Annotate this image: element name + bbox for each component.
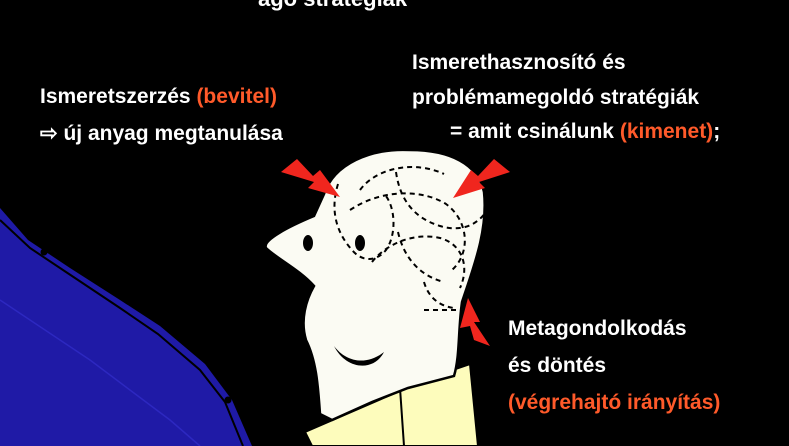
top-partial-text: agó stratégiák [258, 0, 407, 12]
bottom-right-line3: (végrehajtó irányítás) [508, 390, 720, 415]
right-arrow-icon: ⇨ [40, 122, 58, 145]
blue-shape [0, 208, 252, 446]
eye-left [303, 235, 313, 251]
blue-dot-2 [225, 397, 232, 404]
left-line1-highlight: (bevitel) [196, 85, 277, 108]
bottom-right-line2: és döntés [508, 353, 606, 378]
left-line1-text: Ismeretszerzés [40, 85, 196, 108]
right-block-line3: = amit csinálunk (kimenet); [450, 119, 720, 144]
bottom-right-line1: Metagondolkodás [508, 316, 687, 341]
left-block-line2: ⇨ új anyag megtanulása [40, 121, 283, 146]
right-block-line1: Ismerethasznosító és [412, 50, 626, 75]
left-line2-text: új anyag megtanulása [58, 122, 283, 145]
right-block-line2: problémamegoldó stratégiák [412, 85, 699, 110]
left-block-line1: Ismeretszerzés (bevitel) [40, 84, 277, 109]
eye-right [355, 235, 365, 251]
right-line3-text: = amit csinálunk [450, 120, 620, 143]
right-line3-highlight: (kimenet) [620, 120, 713, 143]
right-line3-suffix: ; [713, 120, 720, 143]
blue-dot-1 [41, 249, 48, 256]
red-arrow-bottom [460, 298, 490, 346]
